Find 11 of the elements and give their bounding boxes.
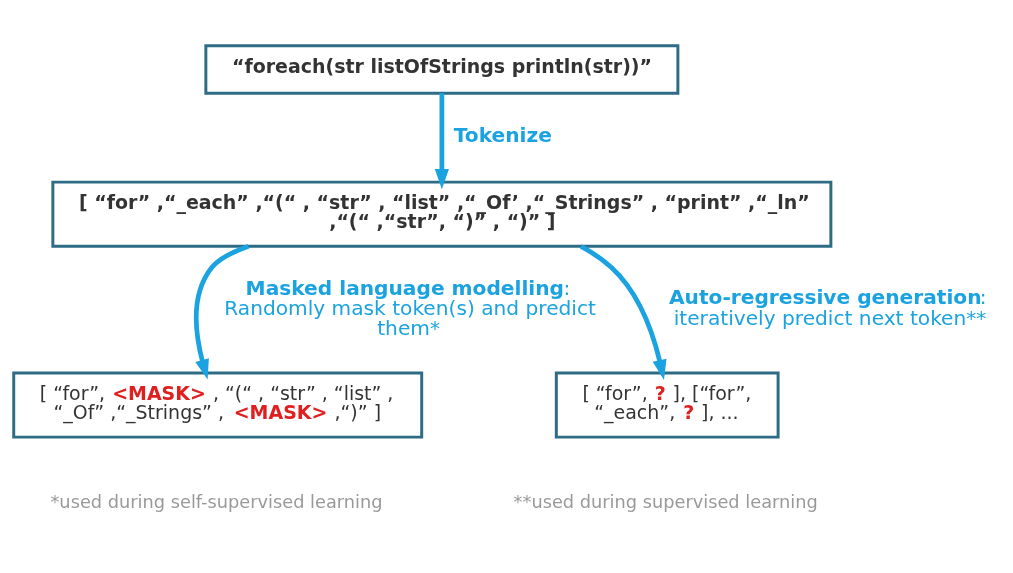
arrow [434,93,449,190]
arrow [194,244,250,380]
edge-label: Masked language modelling: Randomly mask token(s) and predict them* [224,275,596,341]
node-label: *used during self-supervised learning [50,491,383,513]
node-box: [ “for”, ? ], [“for”, “_each”, ? ], ... [554,371,780,439]
arrow [579,244,667,380]
node-box: “foreach(str listOfStrings println(str))” [204,44,680,95]
node-label: **used during supervised learning [513,491,818,513]
edge-label: Auto-regressive generation: iteratively predict next token** [668,285,987,330]
edge-label: Tokenize [453,122,552,147]
node-box: [ “for”, <MASK> , “(“ , “str” , “list” , “_Of” ,“_Strings” , <MASK> ,“)” ] [12,371,424,439]
